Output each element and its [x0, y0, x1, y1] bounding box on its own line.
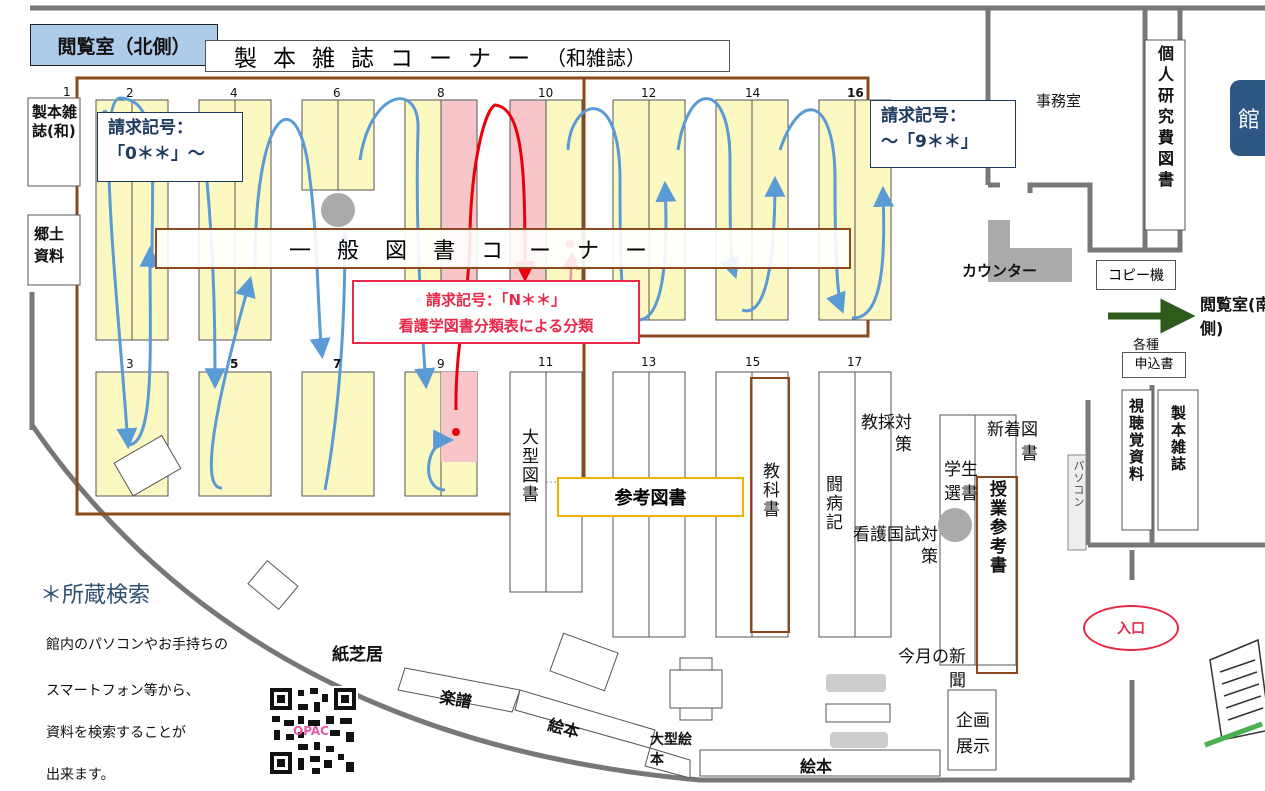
catalog-search-title: ＊所蔵検索 [40, 583, 151, 608]
shelf-number: 9 [437, 357, 445, 371]
shelf-number: 8 [437, 86, 445, 100]
catalog-search-text: 館内のパソコンやお手持ちの [46, 637, 228, 653]
white-shelves [509, 371, 1017, 666]
bound-journal-corner-sub: （和雑誌） [546, 45, 646, 70]
callout-range: ～「9＊＊」 [881, 132, 978, 152]
shelf-number: 4 [230, 86, 238, 100]
picture-books-label-2: 絵本 [800, 757, 833, 776]
local-materials-label: 郷土資料 [34, 225, 65, 265]
shelf-number: 5 [230, 357, 239, 371]
callout-label: 請求記号： [108, 118, 193, 138]
shelf-number: 13 [641, 355, 657, 369]
bound-journals-right-label: 製本雑誌 [1169, 405, 1187, 473]
copy-machine: コピー機 [1096, 260, 1176, 290]
class-reference-label: 授業参考書 [986, 480, 1006, 575]
catalog-search-text: 出来ます。 [46, 767, 115, 783]
callout-label: 請求記号： [881, 106, 966, 126]
callno-end-callout: 請求記号： ～「9＊＊」 [870, 100, 1016, 168]
south-reading-room-label: 閲覧室(南側) [1200, 295, 1265, 338]
shelf-number: 6 [333, 86, 341, 100]
bottom-shelves [397, 667, 997, 779]
nursing-exam-label: 看護国試対策 [853, 525, 938, 567]
shelf-number: 2 [126, 86, 134, 100]
shelf-number: 15 [745, 355, 761, 369]
document-icon [1209, 638, 1265, 741]
side-tab: 館 [1230, 80, 1265, 156]
large-books-label: 大型図書 [518, 428, 538, 504]
pc-label: パソコン [1072, 460, 1085, 508]
shelf-number: 3 [126, 357, 134, 371]
general-books-banner: 一般図書コーナー [155, 228, 851, 269]
shelf-number: 10 [538, 86, 554, 100]
personal-research-books-label: 個人研究費図書 [1155, 45, 1174, 192]
callout-range: 「0＊＊」～ [108, 144, 205, 164]
forms-top-label: 各種 [1133, 338, 1160, 353]
shelf-number: 14 [745, 86, 761, 100]
application-forms-box: 申込書 [1122, 352, 1186, 378]
tables-and-chairs [113, 434, 723, 721]
qr-code-icon [268, 686, 358, 776]
shelf-number: 1 [63, 85, 71, 99]
employment-exam-label: 教採対策 [861, 413, 912, 455]
exhibit-label: 企画展示 [956, 711, 990, 757]
nursing-callout-line2: 看護学図書分類表による分類 [398, 317, 594, 335]
bound-journals-left-label: 製本雑誌(和) [32, 103, 78, 140]
counter-label: カウンター [962, 262, 1038, 280]
office-label: 事務室 [1036, 92, 1082, 110]
pillar [321, 193, 355, 227]
textbooks-label: 教科書 [759, 462, 779, 519]
shelf-number: 16 [847, 86, 864, 100]
kamishibai-label: 紙芝居 [332, 645, 383, 665]
shelf-number: 7 [333, 357, 342, 371]
illness-memoirs-label: 闘病記 [822, 475, 842, 532]
catalog-search-text: 資料を検索することが [46, 725, 186, 741]
large-picture-books-label: 大型絵本 [650, 732, 692, 768]
av-materials-label: 視聴覚資料 [1127, 398, 1145, 483]
catalog-search-text: スマートフォン等から、 [46, 683, 200, 699]
reference-books-label: 参考図書 [557, 477, 744, 517]
counter-desk [988, 220, 1072, 282]
student-picks-label: 学生選書 [944, 460, 978, 504]
pencil-icon [1204, 721, 1263, 748]
shelf-number: 17 [847, 355, 863, 369]
entrance-marker: 入口 [1083, 605, 1179, 651]
newspaper-label: 今月の新聞 [898, 647, 966, 691]
bound-journal-corner-banner: 製本雑誌コーナー （和雑誌） [205, 40, 730, 72]
nursing-callno-callout: 請求記号：「N＊＊」 看護学図書分類表による分類 [352, 280, 640, 344]
callno-start-callout: 請求記号： 「0＊＊」～ [97, 112, 243, 182]
opac-qr-code[interactable]: OPAC [268, 686, 358, 776]
new-books-label: 新着図書 [987, 420, 1038, 464]
bound-journal-corner-main: 製本雑誌コーナー [234, 46, 546, 72]
qr-label: OPAC [293, 724, 329, 738]
room-title: 閲覧室（北側） [30, 24, 218, 66]
pillar [938, 508, 972, 542]
shelf-number: 12 [641, 86, 657, 100]
shelf-number: 11 [538, 355, 554, 369]
nursing-callout-line1: 請求記号：「N＊＊」 [425, 291, 567, 309]
